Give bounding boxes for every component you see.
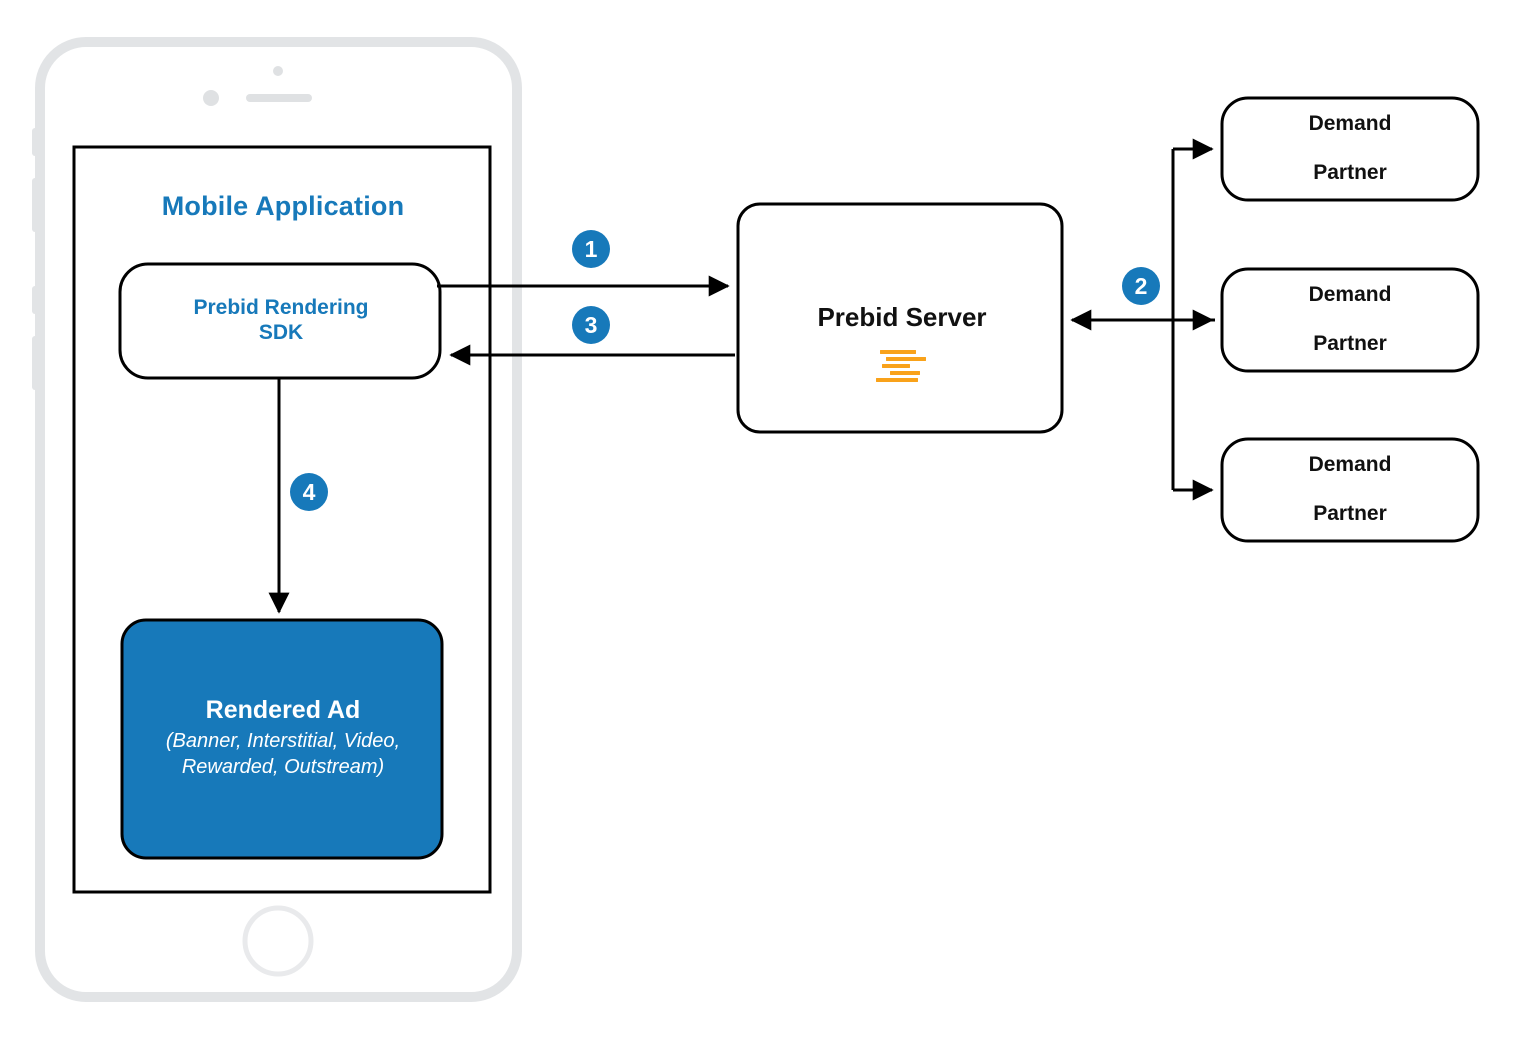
prebid-logo-icon — [874, 350, 930, 382]
demand-partner-2-line-2: Partner — [1313, 332, 1387, 356]
node-demand-partner-1[interactable] — [1220, 96, 1480, 202]
rendered-ad-label: Rendered Ad (Banner, Interstitial, Video… — [126, 686, 440, 790]
demand-partner-1-label: Demand Partner — [1222, 112, 1478, 186]
node-demand-partner-2[interactable] — [1220, 267, 1480, 373]
demand-partner-2-label: Demand Partner — [1222, 283, 1478, 357]
node-demand-partner-3[interactable] — [1220, 437, 1480, 543]
demand-partner-1-line-1: Demand — [1308, 112, 1392, 136]
step-badge-4: 4 — [290, 473, 328, 511]
sdk-label-line-1: Prebid Rendering — [193, 296, 369, 320]
demand-partner-3-line-2: Partner — [1313, 502, 1387, 526]
rendered-ad-title: Rendered Ad — [205, 696, 361, 725]
home-button-icon[interactable] — [242, 905, 314, 977]
mobile-application-label: Mobile Application — [161, 191, 405, 222]
sdk-label-line-2: SDK — [258, 321, 304, 344]
prebid-rendering-sdk-label: Prebid Rendering SDK — [122, 283, 440, 359]
demand-partner-3-line-1: Demand — [1308, 453, 1392, 477]
step-badge-1: 1 — [572, 230, 610, 268]
step-badge-3: 3 — [572, 306, 610, 344]
speaker-bar-icon — [246, 94, 312, 102]
demand-partner-3-label: Demand Partner — [1222, 453, 1478, 527]
sensor-dot-icon — [273, 66, 283, 76]
node-prebid-server[interactable] — [736, 202, 1064, 434]
prebid-server-label: Prebid Server — [817, 301, 987, 332]
step-badge-2: 2 — [1122, 267, 1160, 305]
node-rendered-ad[interactable] — [120, 618, 444, 860]
node-prebid-rendering-sdk[interactable] — [118, 262, 442, 380]
camera-dot-icon — [203, 90, 219, 106]
demand-partner-2-line-1: Demand — [1308, 283, 1392, 307]
rendered-ad-subtitle: (Banner, Interstitial, Video, Rewarded, … — [165, 729, 401, 778]
demand-partner-1-line-2: Partner — [1313, 161, 1387, 185]
